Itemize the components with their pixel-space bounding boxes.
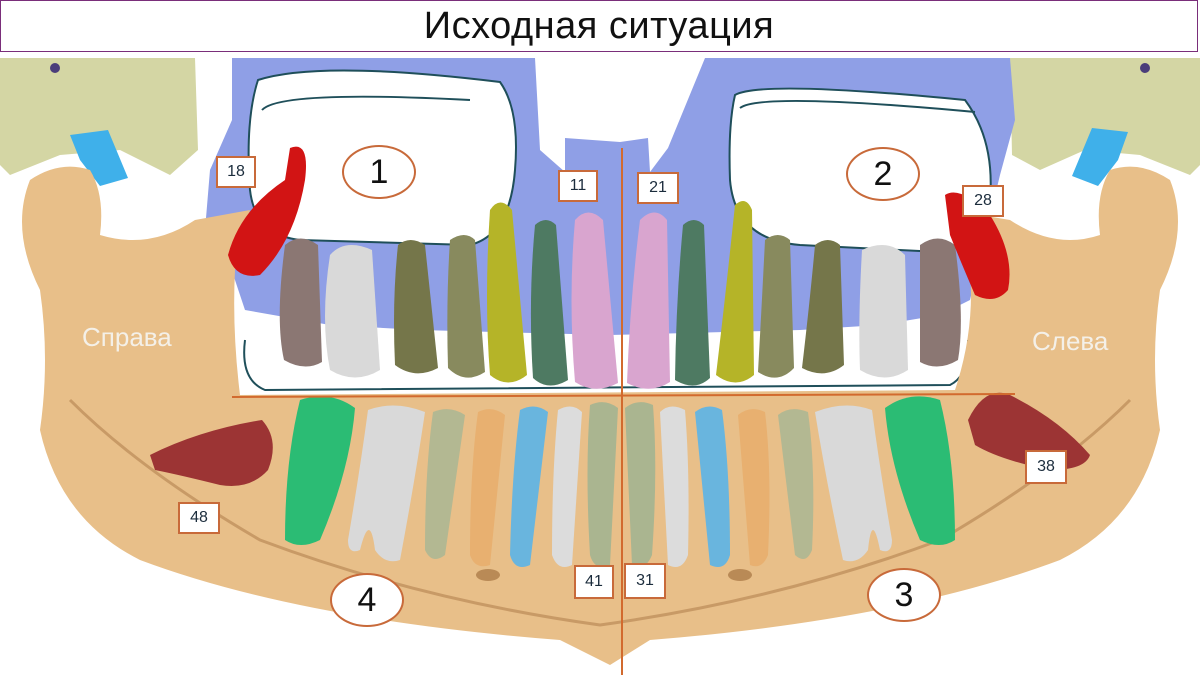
tooth-43 — [510, 406, 548, 568]
tooth-37 — [885, 396, 955, 545]
tooth-31 — [625, 402, 656, 568]
tooth-22 — [675, 220, 710, 386]
articular-disc-left — [1072, 128, 1128, 186]
tooth-15 — [394, 240, 438, 374]
tooth-25 — [802, 240, 844, 374]
upper-teeth — [279, 201, 961, 389]
tooth-label-11: 11 — [558, 170, 598, 202]
tmj-left — [1010, 58, 1200, 186]
tooth-23 — [716, 201, 754, 383]
tooth-13 — [487, 202, 527, 383]
side-label-left: Слева — [1032, 326, 1109, 356]
tooth-18 — [228, 146, 306, 276]
title-bar: Исходная ситуация — [0, 0, 1198, 52]
tooth-21 — [627, 212, 670, 389]
tooth-11 — [571, 212, 618, 389]
quadrant-1-marker: 1 — [342, 145, 416, 199]
tooth-47 — [285, 396, 355, 545]
tooth-12 — [530, 220, 568, 386]
tooth-26 — [859, 245, 908, 378]
lower-teeth — [285, 396, 955, 568]
tooth-14 — [447, 235, 485, 378]
tooth-41 — [587, 402, 618, 568]
tooth-label-18: 18 — [216, 156, 256, 188]
side-label-right: Справа — [82, 322, 172, 352]
tooth-44 — [470, 409, 505, 567]
tooth-28 — [945, 192, 1010, 299]
tooth-17 — [279, 238, 322, 367]
articular-disc-right — [70, 130, 128, 186]
tooth-label-28: 28 — [962, 185, 1004, 217]
page-title: Исходная ситуация — [423, 4, 775, 47]
tooth-label-31: 31 — [624, 563, 666, 599]
tooth-label-38: 38 — [1025, 450, 1067, 484]
quadrant-4-marker: 4 — [330, 573, 404, 627]
tooth-34 — [738, 409, 770, 567]
tooth-27 — [920, 238, 961, 367]
tooth-45 — [425, 409, 465, 559]
tooth-16 — [325, 245, 380, 378]
tooth-label-21: 21 — [637, 172, 679, 204]
tmj-right — [0, 58, 198, 186]
tooth-35 — [778, 409, 814, 559]
quadrant-2-marker: 2 — [846, 147, 920, 201]
tooth-36 — [815, 405, 892, 562]
tooth-label-48: 48 — [178, 502, 220, 534]
quadrant-3-marker: 3 — [867, 568, 941, 622]
occlusal-line — [231, 393, 1016, 398]
tooth-32 — [660, 406, 689, 568]
tooth-48 — [150, 420, 273, 486]
tooth-label-41: 41 — [574, 565, 614, 599]
tooth-24 — [758, 235, 794, 378]
tooth-42 — [552, 406, 582, 568]
tooth-33 — [695, 406, 730, 568]
tooth-46 — [348, 405, 425, 562]
